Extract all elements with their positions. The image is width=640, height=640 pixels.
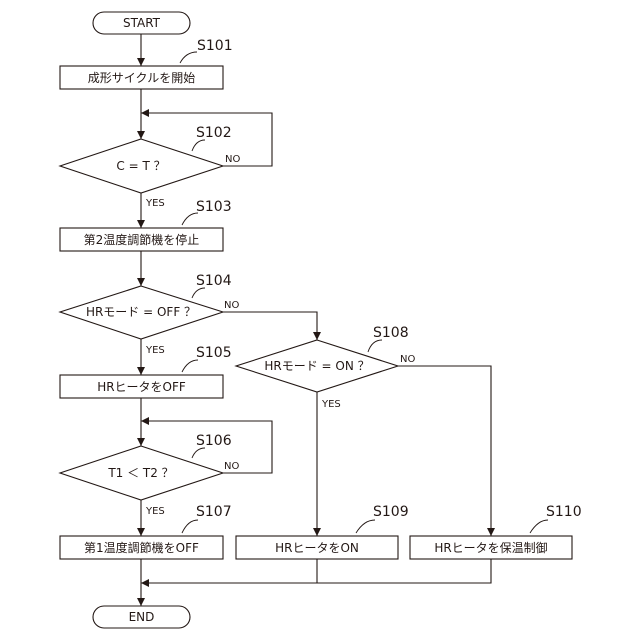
- s103-id: S103: [196, 199, 232, 215]
- s107-id: S107: [196, 504, 232, 520]
- s102-id: S102: [196, 125, 232, 141]
- s101-label: 成形サイクルを開始: [88, 71, 195, 85]
- s110-leader: [530, 520, 548, 533]
- s104-yes-label: YES: [145, 345, 165, 356]
- s108-no-label: NO: [400, 354, 415, 365]
- s106-leader: [192, 448, 205, 458]
- s102-leader: [192, 140, 205, 151]
- s110-id: S110: [546, 504, 582, 520]
- s102-no-label: NO: [225, 154, 240, 165]
- s106-no-label: NO: [224, 461, 239, 472]
- merge-s110: [317, 559, 491, 583]
- s109-leader: [356, 520, 375, 533]
- s106-question: T1 ＜ T2 ？: [107, 466, 173, 480]
- s102-yes-label: YES: [145, 198, 165, 209]
- s104-no-path: [223, 312, 317, 340]
- s105-leader: [182, 360, 198, 372]
- s108-yes-label: YES: [321, 399, 341, 410]
- s110-label: HRヒータを保温制御: [434, 540, 547, 555]
- s108-leader: [368, 340, 382, 352]
- merge-s109: [141, 559, 317, 583]
- s104-leader: [192, 288, 205, 298]
- s101-id: S101: [197, 38, 233, 54]
- s106-yes-label: YES: [145, 506, 165, 517]
- s107-label: 第1温度調節機をOFF: [84, 540, 199, 555]
- s109-label: HRヒータをON: [275, 541, 359, 555]
- s109-id: S109: [373, 504, 409, 520]
- s104-no-label: NO: [224, 300, 239, 311]
- s107-leader: [182, 520, 198, 533]
- s105-label: HRヒータをOFF: [97, 380, 186, 394]
- start-label: START: [123, 16, 161, 30]
- s104-question: HRモード = OFF ？: [86, 305, 196, 319]
- s103-label: 第2温度調節機を停止: [84, 232, 200, 247]
- s108-no-path: [398, 366, 491, 536]
- end-label: END: [129, 610, 155, 624]
- s108-id: S108: [373, 325, 409, 341]
- s105-id: S105: [196, 345, 232, 361]
- s102-question: C = T ？: [116, 159, 165, 173]
- s106-id: S106: [196, 433, 232, 449]
- s108-question: HRモード = ON ？: [264, 359, 369, 373]
- s104-id: S104: [196, 273, 232, 289]
- s101-leader: [180, 52, 197, 63]
